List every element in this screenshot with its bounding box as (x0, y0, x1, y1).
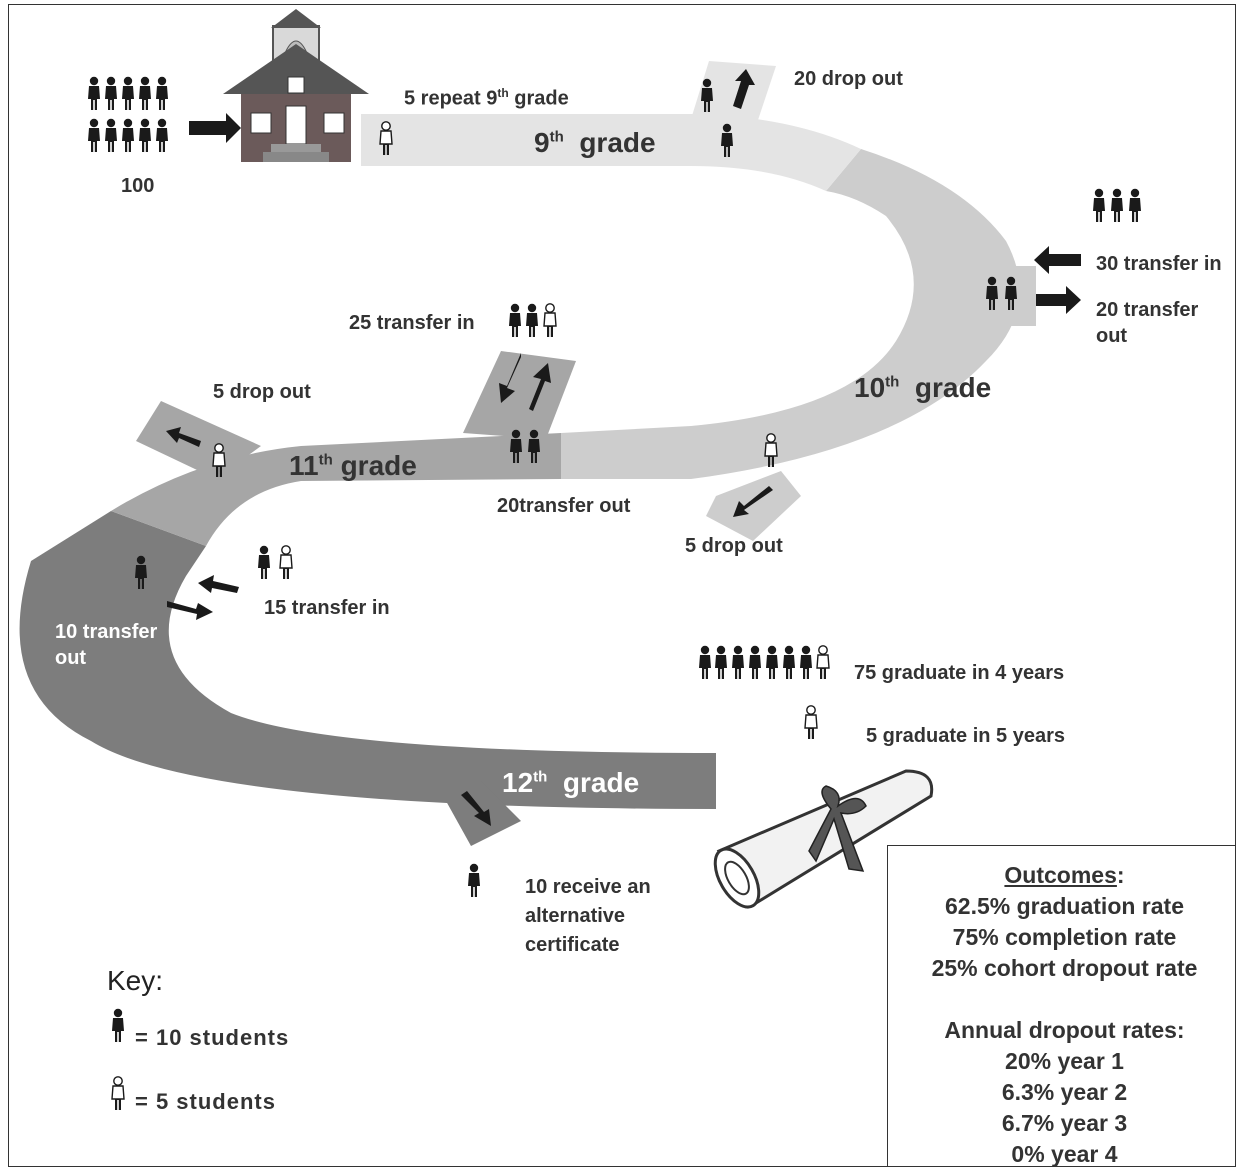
annual-dropout-year4: 0% year 4 (1011, 1141, 1118, 1167)
transfer-out-20-11-label: 20transfer out (497, 495, 631, 517)
outcomes-heading: Outcomes: (1004, 862, 1125, 888)
grade11-transfer-branch (463, 351, 576, 439)
diagram-frame: 100 5 repeat 9th grade 9th grade 20 drop… (8, 4, 1236, 1167)
grade12-band (19, 511, 717, 809)
grade-9-label: 9th grade (534, 127, 656, 158)
repeat-9th-label: 5 repeat 9th grade (404, 86, 569, 110)
grade-10-label: 10th grade (854, 372, 992, 403)
grade-11-label: 11th grade (289, 450, 417, 481)
diploma-icon (713, 769, 934, 909)
schoolhouse-icon (223, 9, 369, 162)
annual-dropout-year2: 6.3% year 2 (1001, 1079, 1128, 1105)
transfer-out-10-arrow (1036, 286, 1081, 314)
drop12-arrow (461, 791, 491, 826)
drop-out-9-label: 20 drop out (794, 68, 903, 90)
grade-12-label: 12th grade (502, 767, 640, 798)
arrows (166, 69, 1081, 826)
completion-rate: 75% completion rate (952, 924, 1177, 950)
transfer-in-10-arrow (1034, 246, 1081, 274)
drop10-arrow (733, 486, 773, 517)
grade9-band (361, 114, 861, 191)
annual-dropout-heading: Annual dropout rates: (944, 1017, 1185, 1043)
annual-dropout-year3: 6.7% year 3 (1001, 1110, 1128, 1136)
key-title: Key: (107, 965, 164, 996)
grade9-drop-branch (691, 61, 776, 126)
cohort-flow-scene (19, 9, 1141, 1111)
cohort-dropout-rate: 25% cohort dropout rate (931, 955, 1198, 981)
grade10-drop-branch (706, 471, 801, 541)
start-count-label: 100 (121, 175, 155, 197)
drop11-arrow (166, 427, 201, 447)
outcomes-box: Outcomes: 62.5% graduation rate 75% comp… (887, 845, 1235, 1167)
drop-out-11-label: 5 drop out (213, 381, 311, 403)
transfer-in-15-label: 15 transfer in (264, 597, 390, 619)
graduate-4-years-label: 75 graduate in 4 years (854, 662, 1065, 684)
transfer-in-25-label: 25 transfer in (349, 312, 475, 334)
graduate-5-years-label: 5 graduate in 5 years (866, 725, 1065, 747)
key-five-students: = 5 students (135, 1089, 276, 1114)
drop-out-10-label: 5 drop out (685, 535, 783, 557)
graduation-rate: 62.5% graduation rate (944, 893, 1185, 919)
grade10-band (561, 149, 1020, 479)
transfer-out-10-arrow-11 (167, 601, 213, 620)
transfer-in-11-arrow-down (499, 353, 521, 403)
drop9-arrow (733, 69, 755, 109)
key-ten-students: = 10 students (135, 1025, 290, 1050)
transfer-in-30-label: 30 transfer in (1096, 253, 1222, 275)
transfer-in-15-arrow (198, 575, 239, 593)
grade11-drop-branch (136, 401, 261, 479)
annual-dropout-year1: 20% year 1 (1005, 1048, 1124, 1074)
enter-arrow (189, 113, 241, 143)
transfer-out-11-arrow-up (529, 363, 551, 411)
